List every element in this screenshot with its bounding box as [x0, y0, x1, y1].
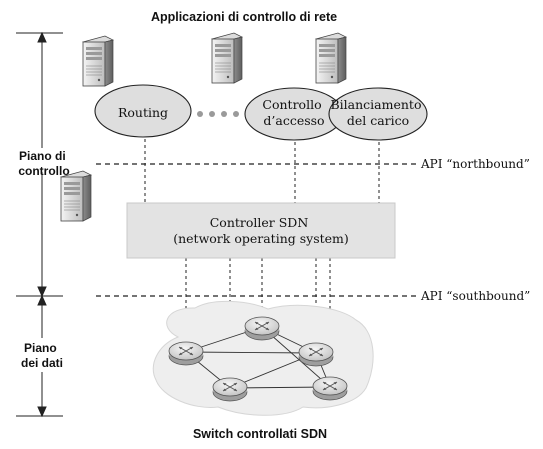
- northbound-api-label: API “northbound”: [420, 157, 530, 171]
- app-access-control-label: Controllo d’accesso: [262, 97, 325, 128]
- control-plane-label: Piano di controllo: [18, 149, 69, 178]
- server-icon: [315, 32, 347, 84]
- server-icon: [82, 35, 114, 87]
- router-icon: [168, 341, 204, 366]
- router-icon: [312, 376, 348, 401]
- router-icon: [298, 342, 334, 367]
- router-icon: [244, 316, 280, 341]
- southbound-api-label: API “southbound”: [420, 289, 530, 303]
- northbound-connectors: [144, 133, 380, 203]
- app-routing-label: Routing: [118, 105, 168, 120]
- switches-title: Switch controllati SDN: [193, 427, 327, 441]
- app-routing: [94, 84, 192, 138]
- sdn-controller-label: Controller SDN (network operating system…: [173, 215, 349, 246]
- server-icon: [211, 32, 243, 84]
- plane-extent-markers: [16, 31, 63, 418]
- more-apps-dots: [197, 111, 239, 117]
- server-icon: [60, 170, 92, 222]
- applications-title: Applicazioni di controllo di rete: [151, 10, 337, 24]
- app-load-balancing-label: Bilanciamento del carico: [331, 97, 426, 128]
- router-icon: [212, 377, 248, 402]
- sdn-controller-box: [126, 202, 396, 259]
- data-plane-label: Piano dei dati: [21, 341, 63, 370]
- app-load-balancing: [328, 87, 428, 141]
